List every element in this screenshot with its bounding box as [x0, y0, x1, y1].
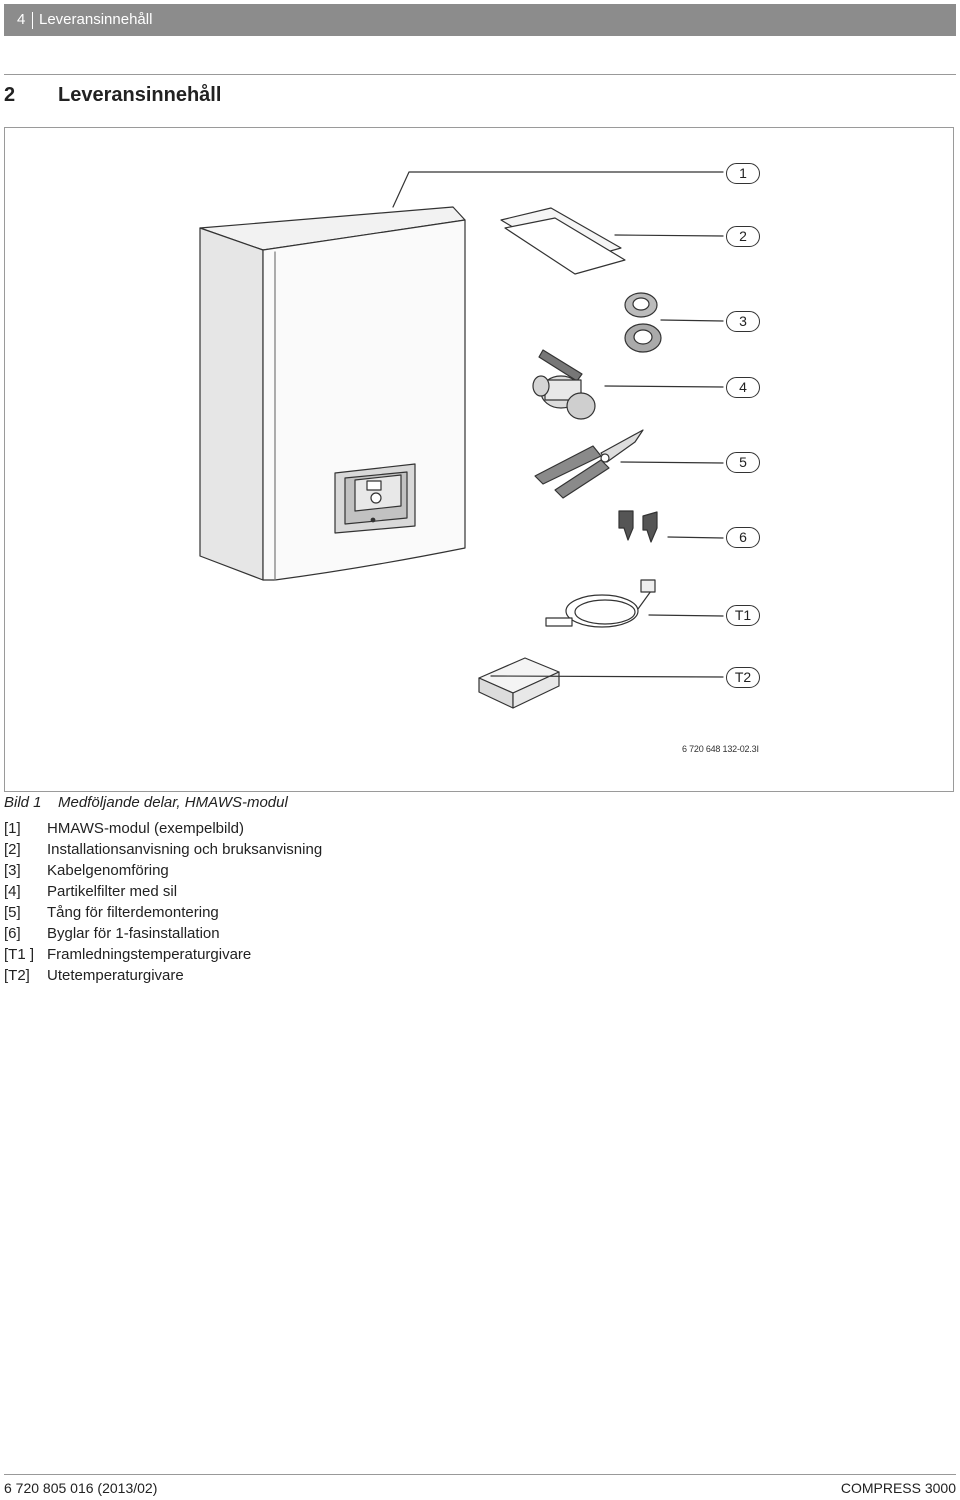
callout-4: 4 — [726, 377, 760, 398]
page-number: 4 — [17, 11, 26, 28]
figure-frame: 1 2 3 4 5 6 T1 T2 6 720 648 132-02.3I — [4, 127, 954, 792]
callout-t2: T2 — [726, 667, 760, 688]
footer-doc-number: 6 720 805 016 (2013/02) — [4, 1480, 158, 1496]
legend-text: Tång för filterdemontering — [47, 904, 219, 921]
legend-text: Kabelgenomföring — [47, 862, 169, 879]
footer-rule — [4, 1474, 956, 1475]
legend-text: Framledningstemperaturgivare — [47, 946, 252, 963]
section-rule — [4, 74, 956, 75]
legend-text: HMAWS-modul (exempelbild) — [47, 820, 244, 837]
legend-text: Utetemperaturgivare — [47, 967, 184, 984]
legend-key: [2] — [4, 841, 21, 858]
legend-key: [1] — [4, 820, 21, 837]
legend-key: [T2] — [4, 967, 30, 984]
hmaws-module-drawing — [199, 171, 724, 581]
pliers-drawing — [534, 429, 724, 499]
legend-text: Partikelfilter med sil — [47, 883, 178, 900]
flow-sensor-drawing — [545, 579, 724, 628]
manuals-drawing — [500, 207, 724, 275]
legend-key: [6] — [4, 925, 21, 942]
figure-code: 6 720 648 132-02.3I — [682, 744, 759, 754]
section-number: 2 — [4, 84, 16, 106]
legend-key: [4] — [4, 883, 21, 900]
legend-key: [5] — [4, 904, 21, 921]
section-title: Leveransinnehåll — [58, 84, 222, 106]
callout-1: 1 — [726, 163, 760, 184]
jumpers-drawing — [618, 510, 724, 543]
outdoor-sensor-drawing — [478, 657, 724, 709]
legend-key: [T1 ] — [4, 946, 35, 963]
caption-label: Bild 1 — [4, 794, 42, 811]
legend-text: Byglar för 1-fasinstallation — [47, 925, 220, 942]
cable-grommets-drawing — [624, 292, 724, 353]
header-separator — [32, 12, 33, 29]
callout-3: 3 — [726, 311, 760, 332]
footer-product-name: COMPRESS 3000 — [840, 1480, 956, 1496]
page-header: 4 Leveransinnehåll — [4, 4, 956, 36]
callout-t1: T1 — [726, 605, 760, 626]
callout-2: 2 — [726, 226, 760, 247]
legend-text: Installationsanvisning och bruksanvisnin… — [47, 841, 323, 858]
header-title: Leveransinnehåll — [39, 11, 153, 28]
callout-6: 6 — [726, 527, 760, 548]
delivery-contents-illustration — [199, 171, 724, 709]
particle-filter-drawing — [532, 349, 724, 420]
callout-5: 5 — [726, 452, 760, 473]
legend-key: [3] — [4, 862, 21, 879]
caption-text: Medföljande delar, HMAWS-modul — [58, 794, 288, 811]
